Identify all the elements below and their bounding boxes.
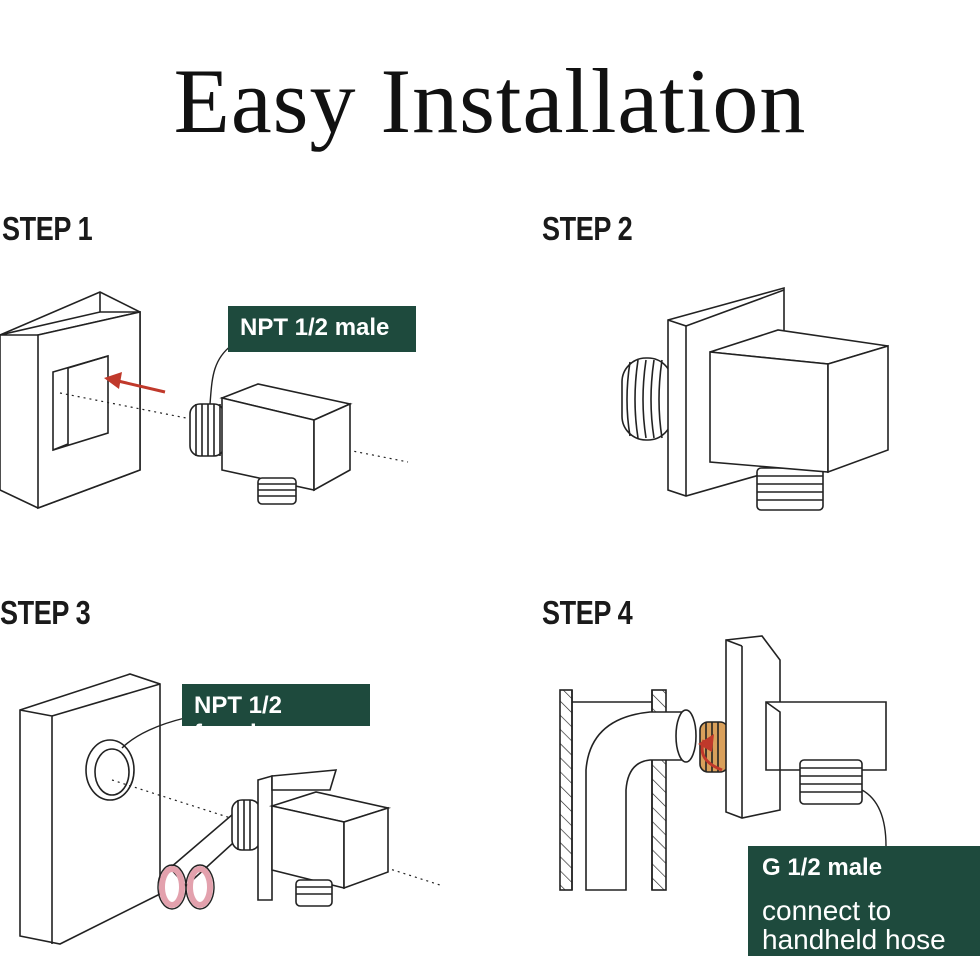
step-1-label: STEP 1 [2,210,93,247]
step-3-label: STEP 3 [0,594,91,631]
callout-connect-line1: connect to [762,895,892,926]
step-4-drawing [559,635,887,891]
page-title: Easy Installation [173,50,807,152]
callout-g-male-title: G 1/2 male [762,854,883,881]
rotate-arrow [698,734,723,772]
insert-arrow [104,372,166,394]
step-3-drawing [19,673,441,945]
step-4-label: STEP 4 [542,594,633,631]
callout-npt-male: NPT 1/2 male [228,306,416,352]
step-1-drawing [0,291,409,510]
male-thread [189,403,225,457]
rubber-washer [159,866,213,908]
plate-opening [52,354,109,452]
step-2-label: STEP 2 [542,210,633,247]
callout-g-male: G 1/2 male connect to handheld hose [748,846,980,956]
callout-connect-line2: handheld hose [762,924,946,955]
step-2-drawing [621,286,889,511]
callout-npt-female: NPT 1/2 female [182,684,370,747]
